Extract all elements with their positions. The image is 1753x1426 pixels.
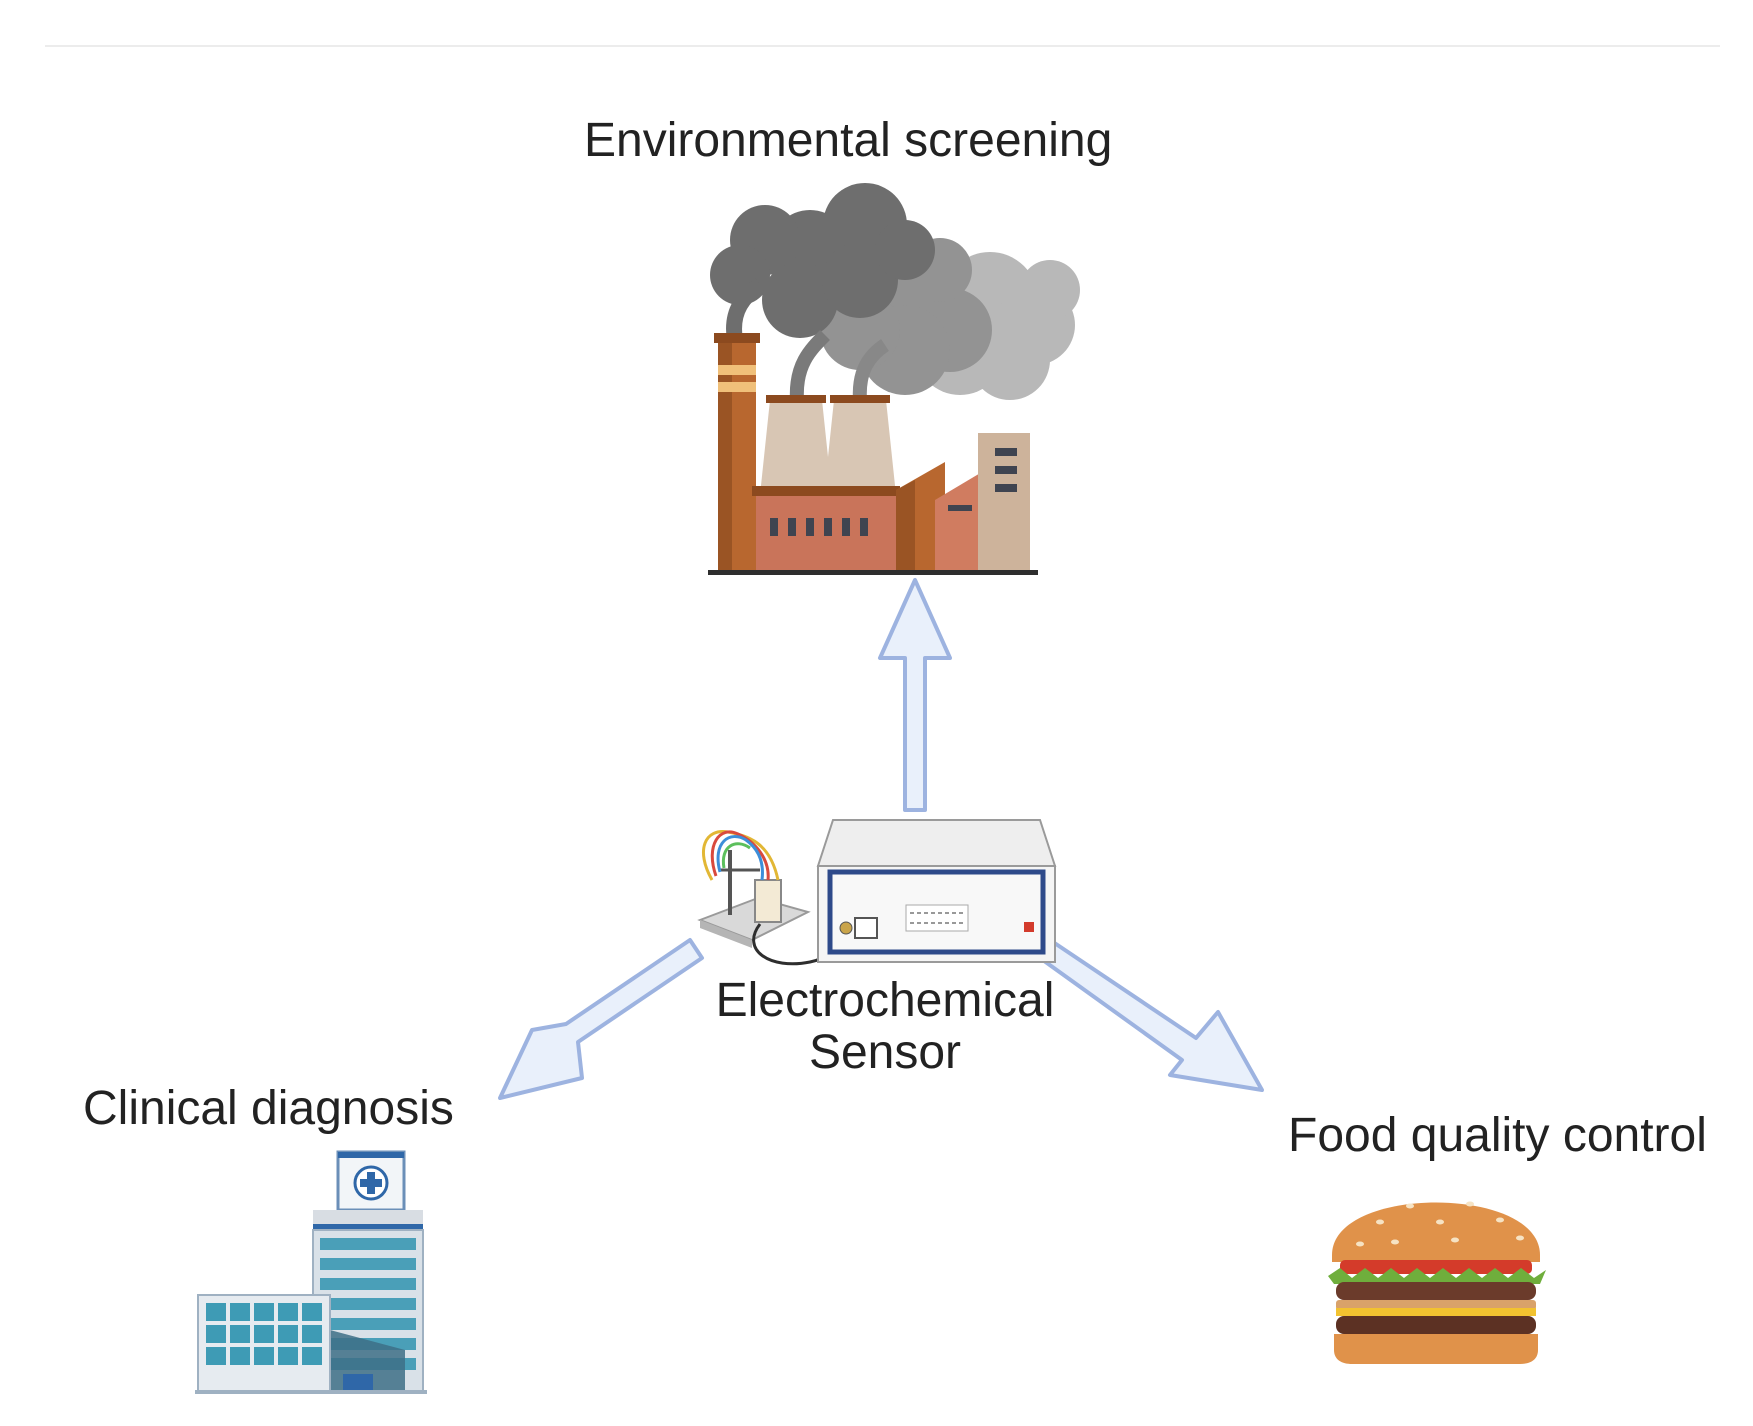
food-quality-control-label: Food quality control	[1288, 1109, 1707, 1162]
potentiostat-icon	[816, 819, 1057, 963]
arrow-up	[878, 578, 952, 812]
arrow-down-left	[498, 938, 704, 1100]
clinical-diagnosis-label: Clinical diagnosis	[83, 1082, 454, 1135]
burger-icon	[1328, 1201, 1546, 1364]
electrochemical-cell-icon	[697, 830, 847, 966]
hospital-icon	[195, 1150, 427, 1394]
factory-icon	[708, 183, 1080, 575]
environmental-screening-label: Environmental screening	[584, 114, 1113, 167]
arrow-down-right	[1038, 940, 1264, 1092]
electrochemical-sensor-label: Electrochemical Sensor	[715, 974, 1055, 1079]
